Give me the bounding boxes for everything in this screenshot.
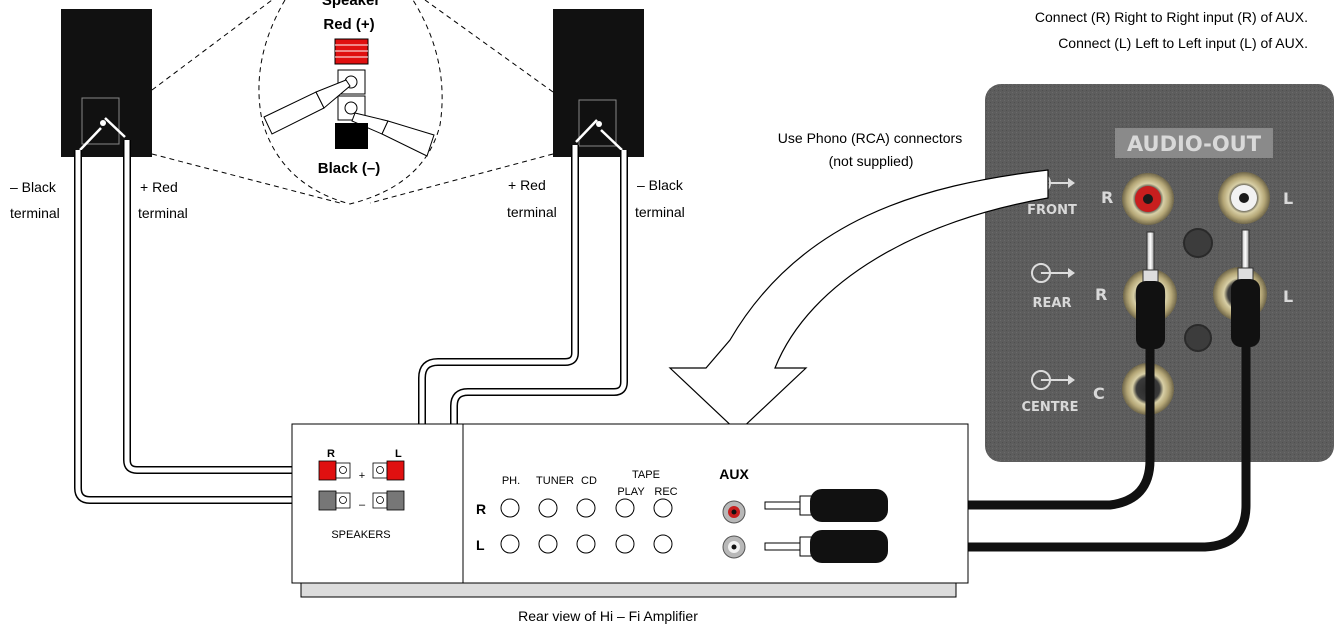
- spk-r-label: R: [327, 448, 335, 460]
- audio-out-header: AUDIO-OUT: [1127, 132, 1262, 156]
- right-neg-label-1: – Black: [637, 177, 684, 193]
- amplifier-caption: Rear view of Hi – Fi Amplifier: [518, 608, 698, 624]
- black-terminal-icon: [335, 123, 368, 149]
- wire-end-upper: [263, 79, 351, 135]
- speaker-detail-title: Speaker: [322, 0, 381, 9]
- aux-l-socket: [722, 535, 746, 559]
- rear-output-icon: [1031, 263, 1075, 283]
- right-neg-label-2: terminal: [635, 204, 685, 220]
- input-sockets: [500, 498, 673, 554]
- rear-r-label: R: [1095, 285, 1107, 304]
- spk-plus: +: [359, 470, 365, 482]
- curved-arrow: [668, 169, 1049, 433]
- right-speaker: [553, 9, 644, 157]
- left-pos-label-2: terminal: [138, 205, 188, 221]
- front-label: FRONT: [1027, 203, 1077, 218]
- row-r-label: R: [476, 501, 486, 517]
- note-line-1: Connect (R) Right to Right input (R) of …: [1035, 9, 1308, 25]
- spk-minus: –: [359, 499, 366, 511]
- right-pos-label-1: + Red: [508, 177, 546, 193]
- rca-plug-l: [1231, 229, 1260, 347]
- red-terminal-icon: [334, 38, 369, 65]
- left-neg-label-1: – Black: [10, 179, 57, 195]
- left-neg-label-2: terminal: [10, 205, 60, 221]
- aux-label: AUX: [719, 466, 749, 482]
- amplifier-base: [300, 582, 957, 598]
- rca-cable-r: [880, 345, 1155, 510]
- rca-cable-l: [880, 343, 1251, 552]
- speaker-terminal-detail: Speaker Red (+) Black (–): [151, 0, 554, 205]
- input-label-cd: CD: [581, 475, 597, 487]
- rca-plug-r: [1136, 231, 1165, 349]
- spk-terminal-r-plus: [318, 460, 351, 481]
- centre-label: CENTRE: [1021, 400, 1078, 415]
- rear-l-label: L: [1283, 287, 1293, 306]
- red-plus-label: Red (+): [323, 16, 374, 33]
- front-r-label: R: [1101, 188, 1113, 207]
- row-l-label: L: [476, 537, 485, 553]
- centre-c-label: C: [1093, 384, 1105, 403]
- audio-out-panel: AUDIO-OUT FRONT R L REAR R L: [985, 84, 1334, 462]
- right-pos-label-2: terminal: [507, 204, 557, 220]
- input-label-play: PLAY: [617, 486, 645, 498]
- note-line-2: Connect (L) Left to Left input (L) of AU…: [1058, 35, 1308, 51]
- left-pos-label-1: + Red: [140, 179, 178, 195]
- phono-note-line-2: (not supplied): [829, 153, 914, 169]
- left-speaker: [61, 9, 152, 157]
- rear-label: REAR: [1033, 296, 1072, 311]
- input-label-rec: REC: [654, 486, 677, 498]
- phono-note-line-1: Use Phono (RCA) connectors: [778, 130, 962, 146]
- panel-screw: [1183, 228, 1213, 258]
- spk-terminal-r-minus: [318, 490, 351, 511]
- aux-plug-r: [764, 489, 888, 522]
- audio-out-header-box: [1115, 128, 1273, 158]
- aux-plug-l: [764, 530, 888, 563]
- centre-output-icon: [1031, 370, 1075, 390]
- spk-terminal-l-plus: [372, 460, 405, 481]
- spk-terminal-l-minus: [372, 490, 405, 511]
- panel-screw: [1184, 324, 1212, 352]
- input-label-ph: PH.: [502, 475, 520, 487]
- wire-end-lower: [351, 112, 435, 157]
- input-label-tuner: TUNER: [536, 475, 574, 487]
- black-minus-label: Black (–): [318, 160, 381, 177]
- front-l-label: L: [1283, 189, 1293, 208]
- input-label-tape: TAPE: [632, 469, 660, 481]
- speakers-label: SPEAKERS: [331, 529, 390, 541]
- spk-l-label: L: [395, 448, 402, 460]
- aux-r-socket: [722, 500, 746, 524]
